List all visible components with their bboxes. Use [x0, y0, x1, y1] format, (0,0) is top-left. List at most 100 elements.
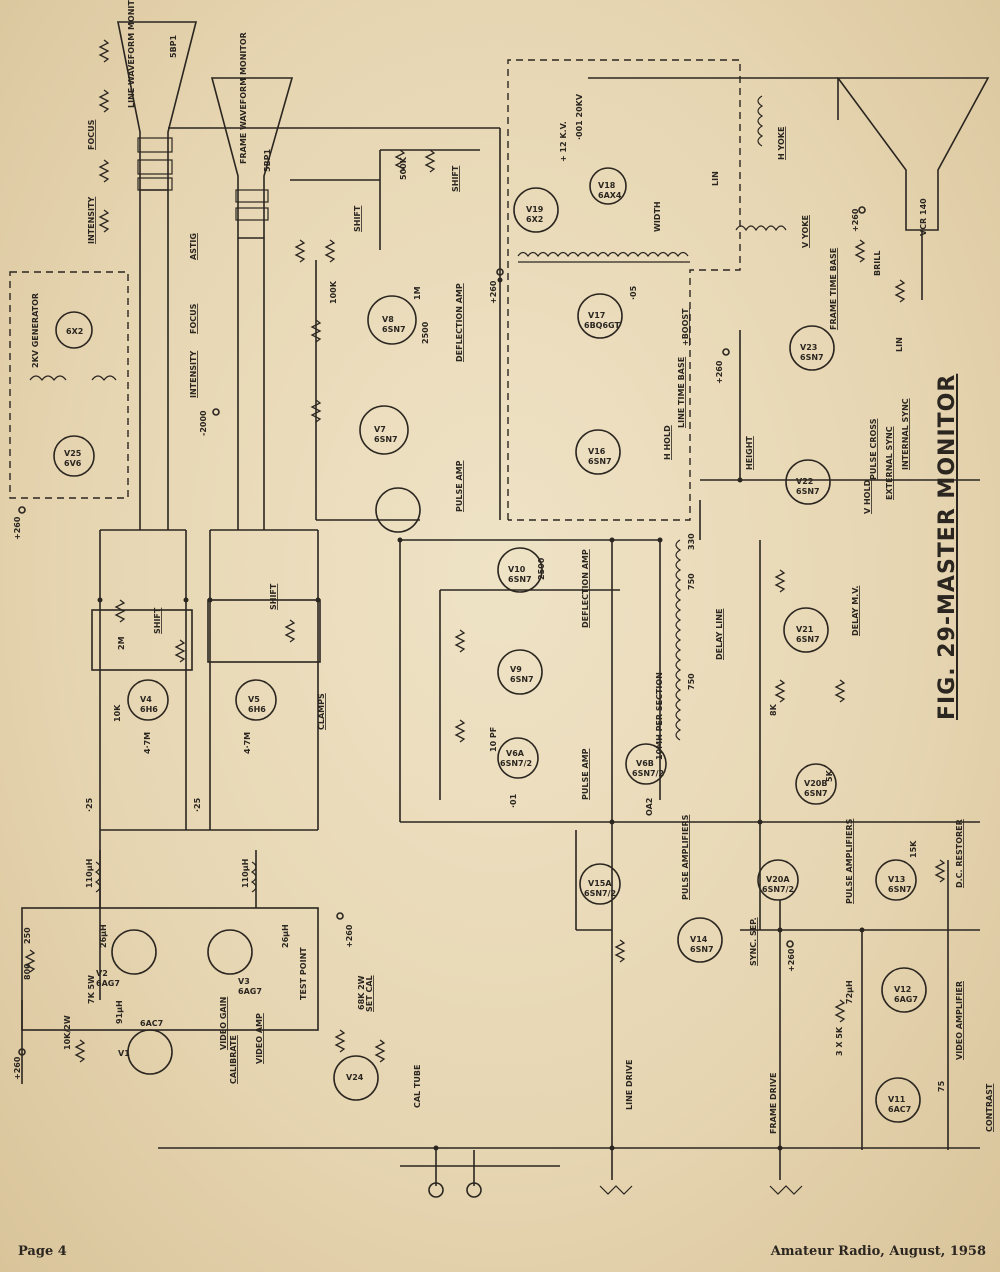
tube-v22-id: V22	[796, 477, 813, 486]
wiring	[21, 78, 980, 1198]
h-yoke-label: H YOKE	[777, 127, 786, 160]
boost-label: +BOOST	[681, 308, 690, 346]
delay-mv-label: DELAY M.V.	[851, 586, 860, 636]
kv12-label: + 12 K.V.	[559, 121, 568, 162]
tube-v12-id: V12	[894, 985, 911, 994]
value-110uh-b: 110μH	[241, 859, 250, 888]
focus-label-mid: FOCUS	[189, 303, 198, 334]
value-10k-a: 10K	[113, 704, 122, 722]
supply-labels: +260 -2000 +260 +260 +260 +260 +260 +260	[13, 206, 866, 1080]
value-01: ·01	[509, 793, 518, 808]
pulse-amp-mid-label: PULSE AMP	[581, 748, 590, 800]
width-label: WIDTH	[653, 201, 662, 232]
shift-label-top2: SHIFT	[353, 205, 362, 232]
contrast-label: CONTRAST	[985, 1083, 994, 1132]
value-26uh-b: 26μH	[281, 924, 290, 948]
publication-credit: Amateur Radio, August, 1958	[770, 1244, 986, 1259]
tube-v25-type: 6V6	[64, 459, 82, 468]
tube-v15a-type: 6SN7/2	[584, 889, 616, 898]
value-250: 250	[23, 927, 32, 944]
value-25-b: ·25	[193, 797, 202, 812]
tube-v18-type: 6AX4	[598, 191, 622, 200]
value-110uh-a: 110μH	[85, 859, 94, 888]
video-amp-block: VIDEO AMP CALIBRATE VIDEO GAIN TEST POIN…	[21, 907, 422, 1108]
tube-v7-type: 6SN7	[374, 435, 398, 444]
dc-restorer-label: D.C. RESTORER	[955, 819, 964, 888]
value-47m-a: 4·7M	[143, 732, 152, 754]
tube-v6b-id: V6B	[636, 759, 654, 768]
video-amp-label: VIDEO AMP	[255, 1013, 264, 1064]
tube-v2-type: 6AG7	[96, 979, 120, 988]
cal-tube-label: CAL TUBE	[413, 1065, 422, 1108]
value-750-a: 750	[687, 573, 696, 590]
tube-v17-type: 6BQ6GT	[584, 321, 620, 330]
value-10k2w: 10K/2W	[63, 1015, 72, 1050]
value-800: 800	[23, 963, 32, 980]
value-05: ·05	[629, 285, 638, 300]
tube-v4-id: V4	[140, 695, 152, 704]
tube-v20a-type: 6SN7/2	[762, 885, 794, 894]
supply-label-top: +260	[489, 280, 498, 304]
kv-generator-label: 2KV GENERATOR	[31, 293, 40, 368]
value-68k2w: 68K 2W	[357, 975, 366, 1010]
video-amplifier-label: VIDEO AMPLIFIER	[955, 981, 964, 1060]
tube-v23-type: 6SN7	[800, 353, 824, 362]
tube-v19-id: V19	[526, 205, 544, 214]
internal-sync-label: INTERNAL SYNC	[901, 398, 910, 470]
tube-v17-id: V17	[588, 311, 605, 320]
intensity-label-left: INTENSITY	[87, 197, 96, 244]
value-10pf: 10 PF	[489, 727, 498, 752]
tube-v13-type: 6SN7	[888, 885, 912, 894]
tube-v19-type: 6X2	[526, 215, 543, 224]
tube-v24-type: 6X2	[66, 327, 83, 336]
tube-v8-id: V8	[382, 315, 394, 324]
value-2500-b: 2500	[537, 557, 546, 580]
external-sync-label: EXTERNAL SYNC	[885, 426, 894, 500]
supply-label-right: +260	[787, 948, 796, 972]
shift-label-right: SHIFT	[269, 583, 278, 610]
kv-generator-block: 2KV GENERATOR	[9, 271, 129, 499]
tube-v14-type: 6SN7	[690, 945, 714, 954]
value-500k-a: 500K	[399, 156, 408, 180]
deflection-amp-top-label: DEFLECTION AMP	[455, 283, 464, 362]
tube-v20b-type: 6SN7	[804, 789, 828, 798]
frame-waveform-crt: 5BP1 FRAME WAVEFORM MONITOR	[210, 32, 294, 239]
tube-v22-type: 6SN7	[796, 487, 820, 496]
value-330: 330	[687, 533, 696, 550]
clamps-block: SHIFT SHIFT CLAMPS	[91, 583, 326, 730]
pulse-cross-label: PULSE CROSS	[869, 418, 878, 480]
tube-v21-type: 6SN7	[796, 635, 820, 644]
tube-v24-id: V24	[346, 1073, 364, 1082]
pulse-amp-top-label: PULSE AMP	[455, 460, 464, 512]
value-47m-b: 4·7M	[243, 732, 252, 754]
deflection-amp-top: DEFLECTION AMP PULSE AMP	[359, 283, 464, 533]
tube-v9-id: V9	[510, 665, 522, 674]
supply-label-kvgen: +260	[13, 516, 22, 540]
pulse-amplifiers-left-label: PULSE AMPLIFIERS	[681, 814, 690, 900]
supply-label-video: +260	[13, 1056, 22, 1080]
value-8k: 8K	[769, 703, 778, 716]
clamps-label: CLAMPS	[317, 693, 326, 730]
tube-v9-type: 6SN7	[510, 675, 534, 684]
line-waveform-crt: 5BP1 LINE WAVEFORM MONITOR	[117, 0, 198, 191]
pulse-amplifiers-right-label: PULSE AMPLIFIERS	[845, 818, 854, 904]
tube-v16-id: V16	[588, 447, 606, 456]
tube-v1-type: 6AC7	[140, 1019, 163, 1028]
crt-label-frame: 5BP1	[263, 148, 272, 172]
tube-v1-id: V1	[118, 1049, 130, 1058]
line-drive-label: LINE DRIVE	[625, 1060, 634, 1110]
v-yoke-label: V YOKE	[801, 215, 810, 248]
video-gain-label: VIDEO GAIN	[219, 997, 228, 1050]
tube-v11-type: 6AC7	[888, 1105, 911, 1114]
tube-v2-id: V2	[96, 969, 108, 978]
supply-label-neg2000: -2000	[199, 410, 208, 436]
focus-label: FOCUS	[87, 119, 96, 150]
astig-label: ASTIG	[189, 233, 198, 260]
right-tubes: FRAME TIME BASE DELAY M.V. PULSE AMPLIFI…	[579, 248, 994, 1132]
tube-v8-type: 6SN7	[382, 325, 406, 334]
delay-line-coils	[675, 539, 682, 741]
delay-line-label: DELAY LINE	[715, 609, 724, 660]
calibrate-label: CALIBRATE	[229, 1035, 238, 1084]
value-2500-a: 2500	[421, 321, 430, 344]
